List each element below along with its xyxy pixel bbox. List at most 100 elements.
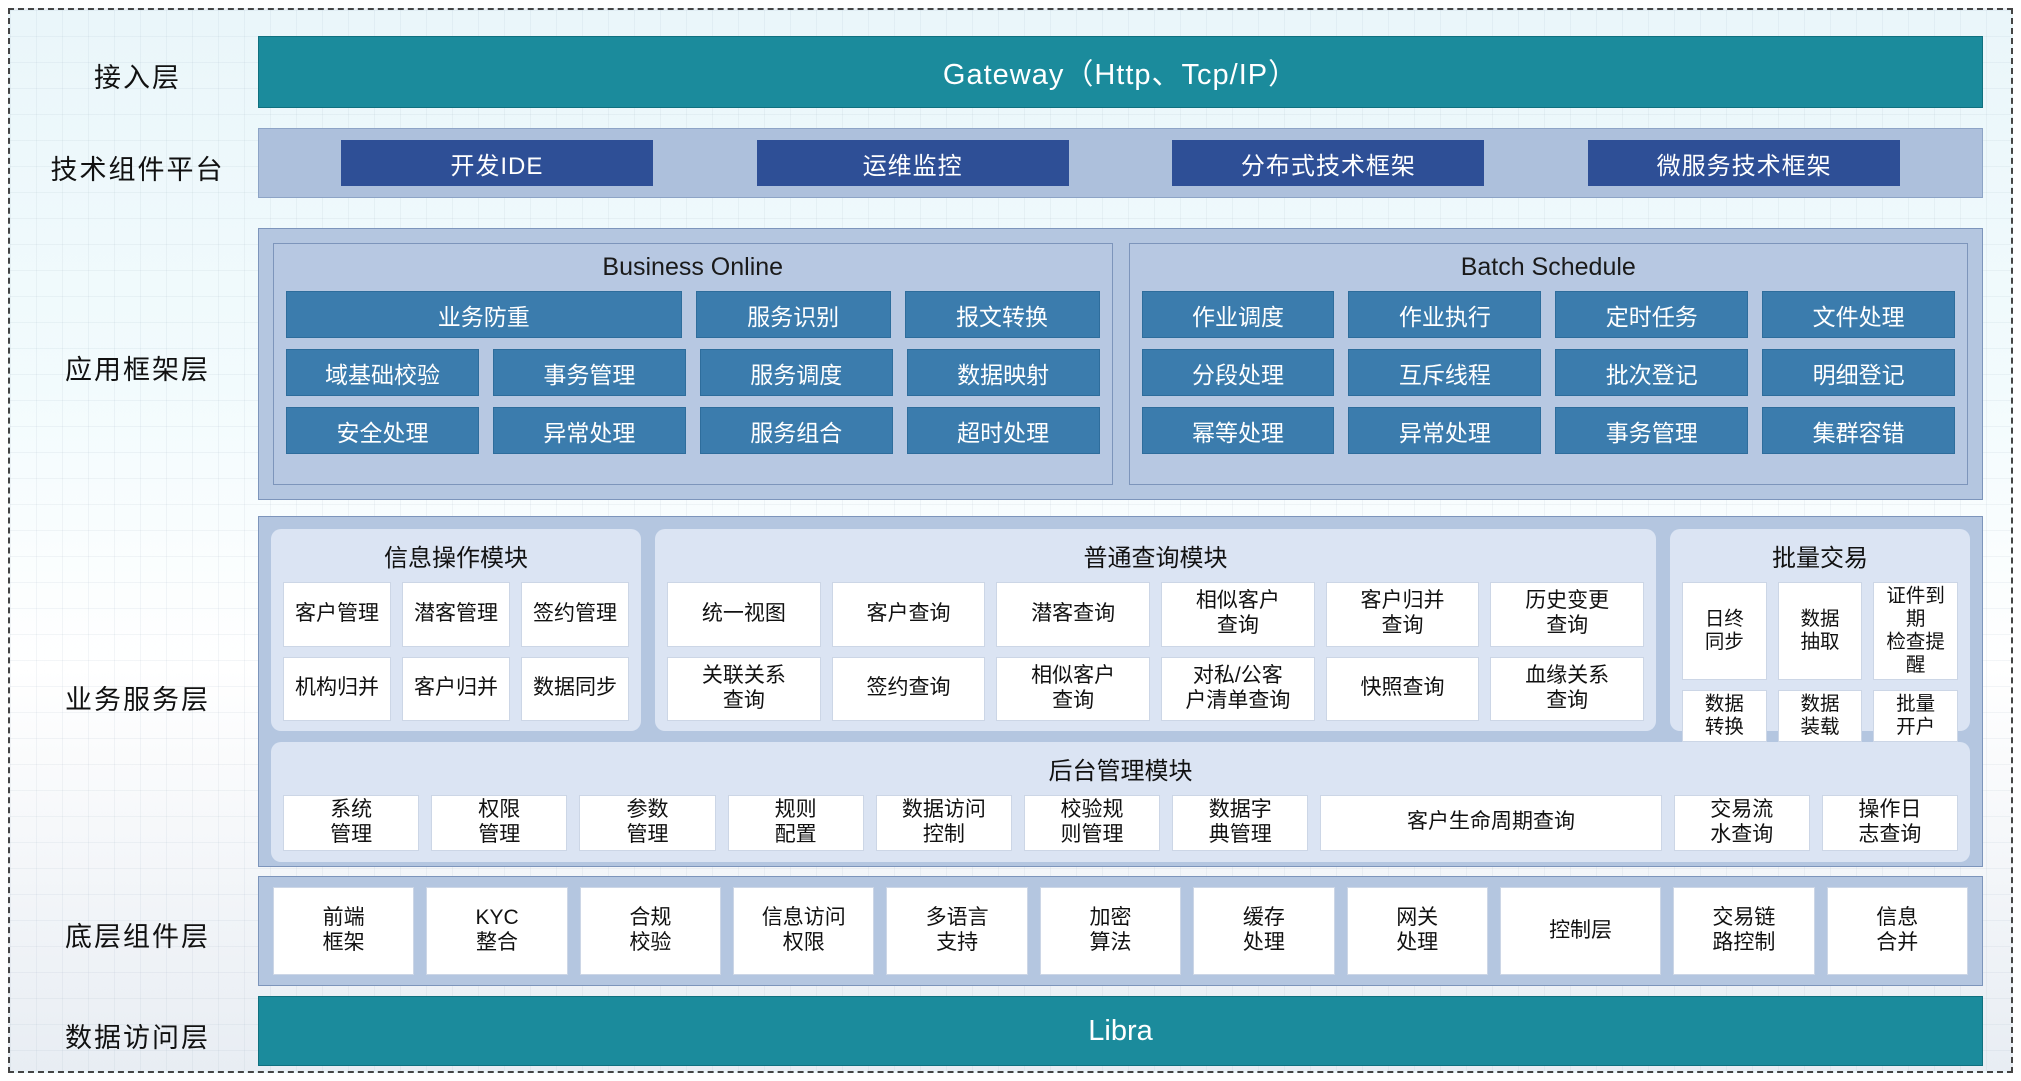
framework-row: 域基础校验事务管理服务调度数据映射 — [286, 349, 1100, 396]
framework-cell[interactable]: 域基础校验 — [286, 349, 479, 396]
admin-module-title: 后台管理模块 — [1048, 758, 1193, 785]
business-service-item[interactable]: 客户管理 — [283, 582, 391, 647]
admin-module-item[interactable]: 系统管理 — [283, 795, 420, 851]
business-service-item[interactable]: 潜客查询 — [996, 582, 1151, 647]
business-service-item[interactable]: 潜客管理 — [402, 582, 510, 647]
admin-module-item[interactable]: 规则配置 — [727, 795, 864, 851]
business-service-item[interactable]: 签约管理 — [521, 582, 629, 647]
framework-cell[interactable]: 明细登记 — [1762, 349, 1955, 396]
tech-chip-2[interactable]: 运维监控 — [756, 140, 1069, 186]
business-service-item[interactable]: 客户归并 — [402, 656, 510, 721]
framework-cell[interactable]: 幂等处理 — [1141, 407, 1335, 454]
admin-module-item[interactable]: 校验规则管理 — [1023, 795, 1161, 851]
admin-module-item[interactable]: 权限管理 — [431, 795, 568, 851]
base-component-item[interactable]: 信息合并 — [1826, 887, 1968, 975]
business-module-row: 日终同步数据抽取证件到期检查提醒 — [1682, 582, 1959, 680]
business-service-item[interactable]: 数据同步 — [521, 656, 629, 721]
framework-cell[interactable]: 数据映射 — [906, 349, 1100, 396]
business-module-title: 批量交易 — [1772, 545, 1868, 572]
admin-module-items: 系统管理权限管理参数管理规则配置数据访问控制校验规则管理数据字典管理客户生命周期… — [283, 795, 1958, 851]
base-component-item[interactable]: 信息访问权限 — [733, 887, 875, 975]
admin-module-item[interactable]: 客户生命周期查询 — [1320, 795, 1662, 851]
framework-panel-title: Batch Schedule — [1460, 253, 1636, 281]
framework-cell[interactable]: 集群容错 — [1762, 407, 1955, 454]
business-service-item[interactable]: 批量开户 — [1873, 690, 1959, 742]
business-module-1: 信息操作模块客户管理潜客管理签约管理机构归并客户归并数据同步 — [271, 529, 641, 731]
business-module-3: 批量交易日终同步数据抽取证件到期检查提醒数据转换数据装载批量开户 — [1670, 529, 1970, 742]
business-service-item[interactable]: 相似客户查询 — [1161, 582, 1315, 647]
business-module-row: 客户管理潜客管理签约管理 — [283, 582, 629, 647]
business-service-item[interactable]: 快照查询 — [1325, 656, 1480, 721]
framework-cell[interactable]: 作业执行 — [1348, 291, 1542, 338]
business-service-item[interactable]: 历史变更查询 — [1490, 582, 1645, 647]
layer-label-base: 底层组件层 — [65, 922, 210, 952]
framework-cell[interactable]: 安全处理 — [286, 407, 479, 454]
business-module-2: 普通查询模块统一视图客户查询潜客查询相似客户查询客户归并查询历史变更查询关联关系… — [655, 529, 1656, 731]
business-service-item[interactable]: 客户归并查询 — [1325, 582, 1480, 647]
framework-cell[interactable]: 异常处理 — [492, 407, 686, 454]
business-service-item[interactable]: 关联关系查询 — [667, 656, 821, 721]
admin-module-item[interactable]: 交易流水查询 — [1673, 795, 1810, 851]
business-service-item[interactable]: 数据装载 — [1777, 690, 1863, 742]
framework-cell[interactable]: 报文转换 — [904, 291, 1100, 338]
base-component-item[interactable]: 加密算法 — [1039, 887, 1182, 975]
business-service-item[interactable]: 对私/公客户清单查询 — [1161, 656, 1315, 721]
tech-chip-3[interactable]: 分布式技术框架 — [1172, 140, 1485, 186]
business-service-item[interactable]: 统一视图 — [667, 582, 821, 647]
framework-panel-2: Batch Schedule 作业调度作业执行定时任务文件处理分段处理互斥线程批次… — [1128, 243, 1968, 485]
business-module-title: 信息操作模块 — [384, 545, 528, 572]
business-service-item[interactable]: 客户查询 — [831, 582, 986, 647]
business-module-row: 机构归并客户归并数据同步 — [283, 656, 629, 721]
admin-module-item[interactable]: 操作日志查询 — [1821, 795, 1958, 851]
business-module-row: 关联关系查询签约查询相似客户查询对私/公客户清单查询快照查询血缘关系查询 — [667, 656, 1645, 721]
base-component-item[interactable]: 多语言支持 — [886, 887, 1028, 975]
admin-module-item[interactable]: 参数管理 — [579, 795, 716, 851]
layer-label-dataacc: 数据访问层 — [65, 1023, 210, 1053]
business-service-item[interactable]: 数据转换 — [1682, 690, 1767, 742]
business-service-band: 信息操作模块客户管理潜客管理签约管理机构归并客户归并数据同步普通查询模块统一视图… — [258, 516, 1983, 867]
business-service-item[interactable]: 相似客户查询 — [996, 656, 1151, 721]
layer-label-tech: 技术组件平台 — [50, 155, 225, 185]
framework-cell[interactable]: 服务组合 — [699, 407, 893, 454]
business-service-item[interactable]: 血缘关系查询 — [1490, 656, 1645, 721]
framework-cell[interactable]: 事务管理 — [492, 349, 686, 396]
gateway-bar: Gateway（Http、Tcp/IP） — [258, 36, 1983, 108]
framework-row: 幂等处理异常处理事务管理集群容错 — [1141, 407, 1955, 454]
business-service-item[interactable]: 机构归并 — [283, 656, 391, 721]
business-service-item[interactable]: 签约查询 — [831, 656, 986, 721]
framework-row: 分段处理互斥线程批次登记明细登记 — [1141, 349, 1955, 396]
admin-module-item[interactable]: 数据访问控制 — [875, 795, 1012, 851]
admin-module-item[interactable]: 数据字典管理 — [1172, 795, 1309, 851]
framework-cell[interactable]: 分段处理 — [1141, 349, 1335, 396]
base-component-item[interactable]: 前端框架 — [273, 887, 415, 975]
framework-cell[interactable]: 服务识别 — [695, 291, 891, 338]
business-module-title: 普通查询模块 — [1083, 545, 1228, 572]
framework-cell[interactable]: 互斥线程 — [1348, 349, 1542, 396]
framework-cell[interactable]: 超时处理 — [906, 407, 1100, 454]
base-component-item[interactable]: 控制层 — [1499, 887, 1662, 975]
layer-label-appfw: 应用框架层 — [65, 355, 210, 385]
tech-chip-1[interactable]: 开发IDE — [340, 140, 653, 186]
framework-cell[interactable]: 异常处理 — [1348, 407, 1542, 454]
framework-cell[interactable]: 业务防重 — [286, 291, 682, 338]
framework-cell[interactable]: 文件处理 — [1762, 291, 1955, 338]
business-service-item[interactable]: 证件到期检查提醒 — [1873, 582, 1959, 680]
base-component-item[interactable]: 缓存处理 — [1193, 887, 1335, 975]
base-component-item[interactable]: 网关处理 — [1346, 887, 1488, 975]
framework-cell[interactable]: 服务调度 — [699, 349, 893, 396]
framework-cell[interactable]: 定时任务 — [1555, 291, 1749, 338]
framework-cell[interactable]: 事务管理 — [1555, 407, 1749, 454]
business-service-item[interactable]: 日终同步 — [1682, 582, 1767, 680]
base-component-item[interactable]: 交易链路控制 — [1673, 887, 1815, 975]
framework-cell[interactable]: 作业调度 — [1141, 291, 1335, 338]
base-component-item[interactable]: 合规校验 — [579, 887, 722, 975]
business-service-item[interactable]: 数据抽取 — [1777, 582, 1863, 680]
business-module-row: 数据转换数据装载批量开户 — [1682, 690, 1959, 742]
framework-cell[interactable]: 批次登记 — [1555, 349, 1749, 396]
framework-row: 业务防重服务识别报文转换 — [286, 291, 1100, 338]
tech-chip-4[interactable]: 微服务技术框架 — [1588, 140, 1901, 186]
